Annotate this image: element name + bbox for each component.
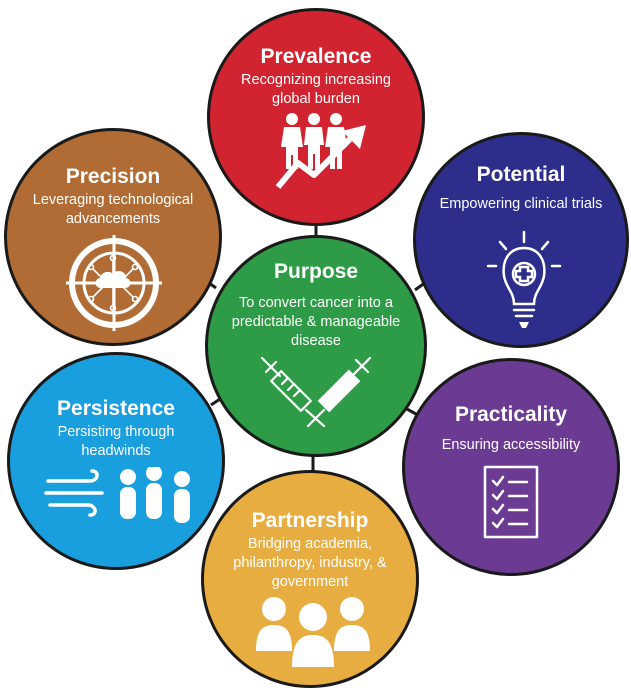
syringes-icon xyxy=(260,356,372,428)
potential-title: Potential xyxy=(476,163,566,186)
partnership-title: Partnership xyxy=(251,509,369,532)
purpose-title: Purpose xyxy=(273,260,359,283)
persistence-circle: Persistence Persisting through headwinds xyxy=(7,352,225,570)
persistence-description: Persisting through headwinds xyxy=(57,424,175,460)
partnership-circle: Partnership Bridging academia, philanthr… xyxy=(201,470,419,688)
people-rising-arrow-icon xyxy=(275,113,366,189)
practicality-description: Ensuring accessibility xyxy=(441,437,581,453)
target-cloud-network-icon xyxy=(66,235,162,331)
purpose-circle: Purpose To convert cancer into a predict… xyxy=(205,235,427,457)
prevalence-circle: Prevalence Recognizing increasing global… xyxy=(207,8,425,226)
checklist-icon xyxy=(483,465,539,539)
potential-description: Empowering clinical trials xyxy=(439,196,603,212)
prevalence-description: Recognizing increasing global burden xyxy=(241,72,391,108)
purpose-description: To convert cancer into a predictable & m… xyxy=(231,295,401,350)
precision-circle: Precision Leveraging technological advan… xyxy=(4,128,222,346)
group-people-icon xyxy=(256,597,370,667)
potential-circle: Potential Empowering clinical trials xyxy=(413,132,629,348)
persistence-title: Persistence xyxy=(57,397,175,420)
precision-title: Precision xyxy=(65,165,161,188)
practicality-circle: Practicality Ensuring accessibility xyxy=(402,358,620,576)
partnership-description: Bridging academia, philanthropy, industr… xyxy=(233,536,387,591)
wind-people-icon xyxy=(44,467,190,523)
prevalence-title: Prevalence xyxy=(260,45,372,68)
precision-description: Leveraging technological advancements xyxy=(32,192,194,228)
practicality-title: Practicality xyxy=(454,403,568,426)
lightbulb-medical-cross-icon xyxy=(486,230,562,328)
